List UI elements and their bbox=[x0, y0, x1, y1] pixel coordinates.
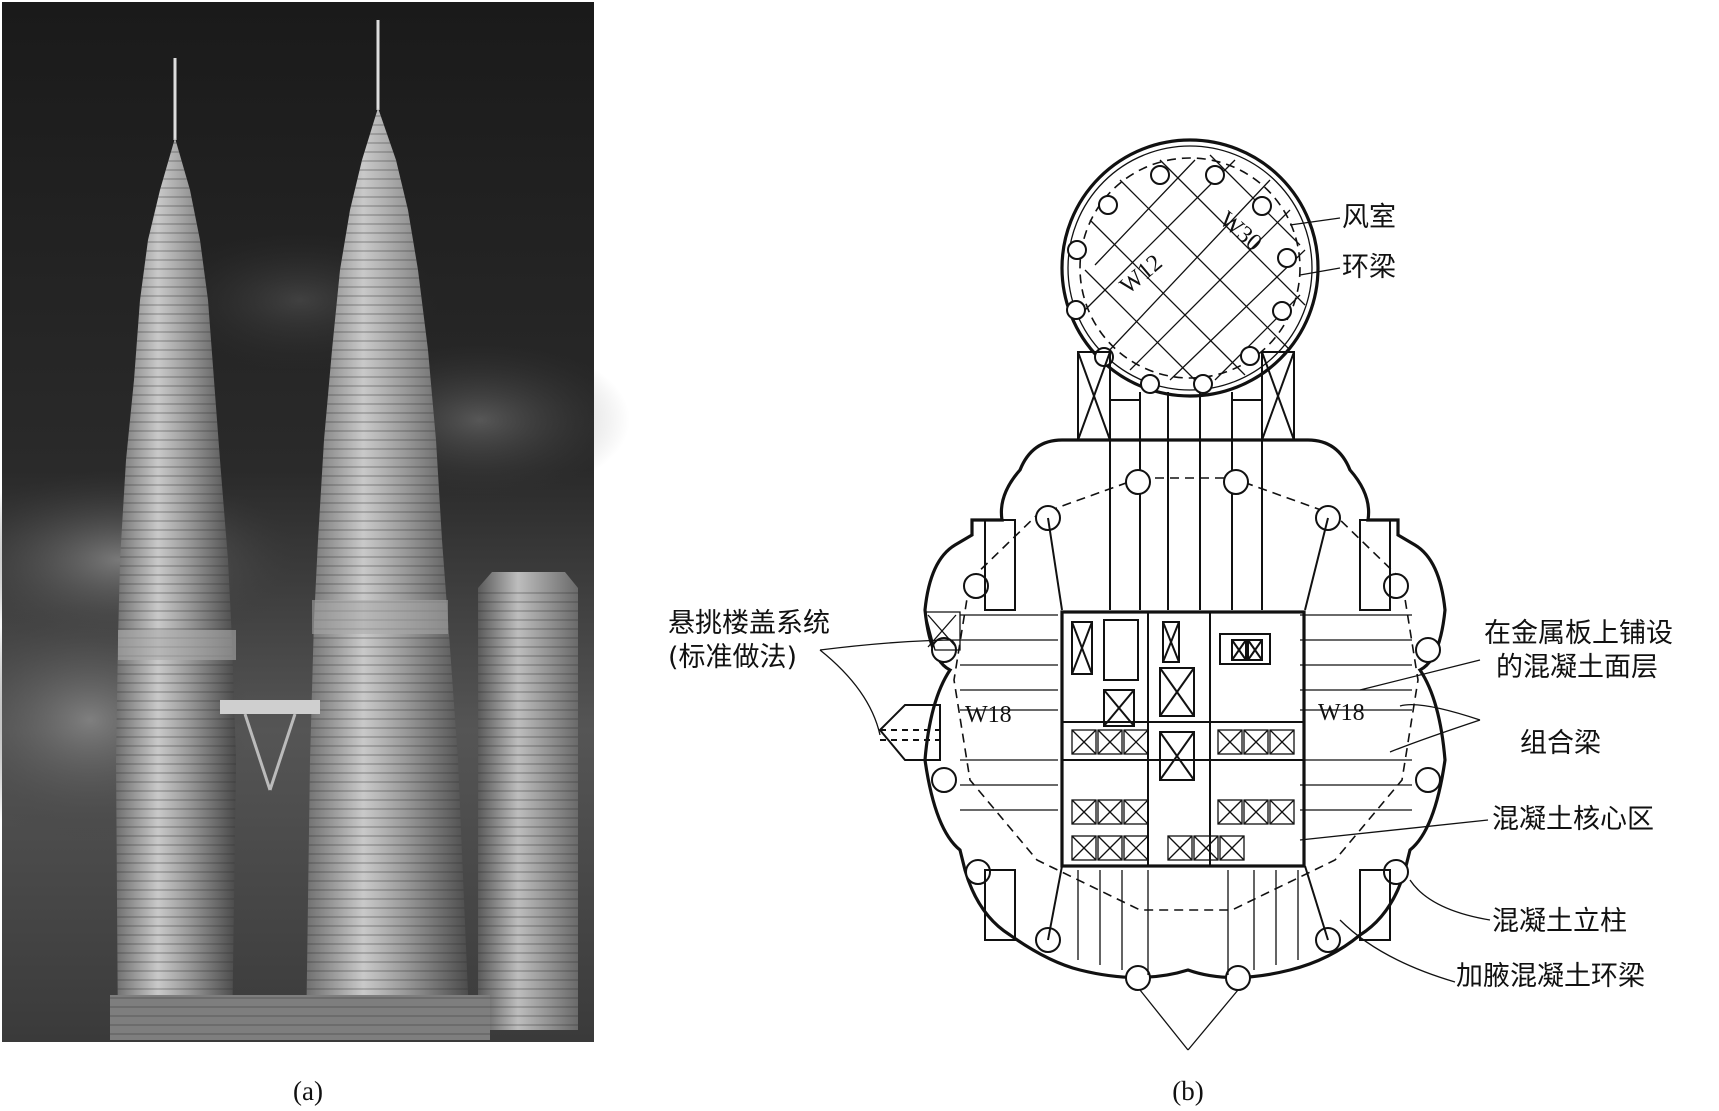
elevator-shaft bbox=[1193, 835, 1219, 861]
member-mark-w12: W12 bbox=[1115, 250, 1167, 300]
elevator-shaft bbox=[1097, 835, 1123, 861]
label-concrete-column: 混凝土立柱 bbox=[1492, 906, 1627, 937]
label-ring-beam: 环梁 bbox=[1342, 252, 1396, 283]
label-cantilever-1: 悬挑楼盖系统 bbox=[668, 608, 830, 639]
right-tower bbox=[306, 20, 470, 1040]
elevator-shaft bbox=[1071, 729, 1097, 755]
elevator-shaft bbox=[1269, 799, 1295, 825]
concrete-core bbox=[1060, 610, 1306, 868]
dashed-ring-beam bbox=[953, 477, 1419, 911]
label-composite-beam: 组合梁 bbox=[1520, 728, 1601, 759]
elevator-shaft bbox=[1167, 835, 1193, 861]
label-cantilever-2: (标准做法) bbox=[668, 642, 797, 673]
tower-photo bbox=[0, 2, 630, 1042]
elevator-shaft bbox=[1097, 729, 1123, 755]
member-mark-w18-left: W18 bbox=[965, 702, 1012, 728]
elevator-shaft bbox=[1097, 799, 1123, 825]
outer-outline bbox=[923, 438, 1447, 980]
label-concrete-core: 混凝土核心区 bbox=[1492, 804, 1654, 835]
left-tower bbox=[116, 58, 236, 1040]
elevator-shaft bbox=[1217, 729, 1243, 755]
leader-lines bbox=[819, 217, 1491, 1051]
wind-room-circle: W30 W12 bbox=[1060, 138, 1320, 398]
floor-plan: W30 W12 bbox=[668, 138, 1673, 1051]
elevator-shaft bbox=[1243, 729, 1269, 755]
perimeter-columns bbox=[931, 469, 1441, 991]
elevator-shaft bbox=[1243, 799, 1269, 825]
elevator-shaft bbox=[1219, 835, 1245, 861]
elevator-shaft bbox=[1123, 835, 1149, 861]
elevator-shaft bbox=[1217, 799, 1243, 825]
elevator-shaft bbox=[1269, 729, 1295, 755]
background-building bbox=[478, 572, 578, 1030]
caption-a: (a) bbox=[293, 1076, 323, 1106]
cantilever-projection bbox=[878, 611, 961, 761]
elevator-shaft bbox=[1123, 799, 1149, 825]
elevator-shaft bbox=[1071, 799, 1097, 825]
caption-b: (b) bbox=[1172, 1076, 1203, 1106]
label-concrete-topping-2: 的混凝土面层 bbox=[1496, 652, 1658, 683]
floor-joists bbox=[960, 614, 1412, 975]
elevator-shaft bbox=[1071, 835, 1097, 861]
label-concrete-topping-1: 在金属板上铺设 bbox=[1484, 618, 1673, 649]
skybridge bbox=[220, 700, 320, 791]
elevator-shaft bbox=[1123, 729, 1149, 755]
label-haunched-ring-beam: 加腋混凝土环梁 bbox=[1456, 961, 1645, 992]
member-mark-w18-right: W18 bbox=[1318, 700, 1365, 726]
neck bbox=[1077, 351, 1295, 610]
corner-beams bbox=[984, 517, 1391, 941]
label-wind-room: 风室 bbox=[1342, 202, 1396, 233]
